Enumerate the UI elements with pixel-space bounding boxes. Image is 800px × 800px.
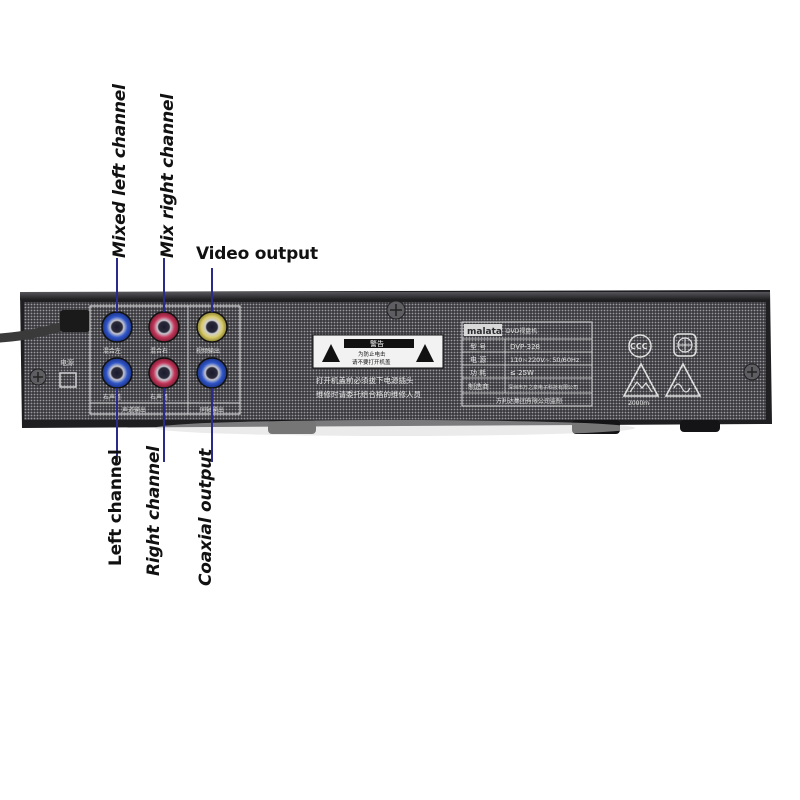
spec-footer: 万利达集团有限公司监制	[496, 397, 562, 405]
jack-mix-right	[148, 311, 180, 343]
warning-line-1: 打开机盖前必须拔下电源插头	[316, 375, 414, 385]
power-cord	[0, 310, 90, 343]
callout-left-channel: Left channel	[106, 449, 126, 566]
warning-sub-1: 为防止电击	[358, 350, 386, 358]
warning-sub-2: 请不要打开机盖	[352, 358, 391, 366]
warning-line-2: 维修时请委托给合格的维修人员	[316, 389, 421, 399]
jack-label-5: 右声道	[150, 393, 168, 401]
jack-left	[101, 357, 133, 389]
certification-marks: CCC 2000m	[622, 333, 702, 407]
jack-mixed-left	[101, 311, 133, 343]
callout-mix-right: Mix right channel	[158, 94, 178, 258]
power-label: 电源	[60, 358, 74, 367]
jack-video-out	[196, 311, 228, 343]
callout-video-output: Video output	[196, 244, 318, 264]
altitude-mark-text: 2000m	[628, 400, 649, 407]
warning-title: 警告	[370, 339, 384, 348]
ccc-mark	[628, 334, 652, 358]
ccc-mark-text: CCC	[630, 342, 648, 351]
callout-lines	[116, 258, 213, 462]
spec-row-4-value: 深圳市万之泉电子科技有限公司	[508, 384, 578, 391]
spec-label: malata DVD视盘机 型 号 DVP-328 电 源 110~220V~ …	[461, 321, 593, 407]
jack-label-4: 右声道	[103, 393, 121, 401]
globe-mark	[673, 333, 697, 357]
spec-row-2-label: 电 源	[470, 355, 486, 364]
spec-row-2-value: 110~220V~ 50/60Hz	[510, 356, 580, 364]
av-jack-panel: 混合左 混合右 视频输出 右声道 右声道 声道输出 同轴输出	[89, 305, 241, 415]
jack-right	[148, 357, 180, 389]
jack-label-3: 视频输出	[196, 347, 220, 355]
brand-logo-text: malata	[467, 327, 502, 337]
jack-coaxial	[196, 357, 228, 389]
power-switch-panel: 电源	[59, 358, 77, 388]
spec-row-1-label: 型 号	[470, 342, 486, 351]
warning-panel: 警告 为防止电击 请不要打开机盖 打开机盖前必须拔下电源插头 维修时请委托给合格…	[312, 334, 444, 399]
callout-coaxial-output: Coaxial output	[196, 448, 216, 586]
jack-label-1: 混合左	[103, 347, 121, 355]
callout-right-channel: Right channel	[144, 446, 164, 576]
callout-mixed-left: Mixed left channel	[110, 84, 130, 258]
spec-row-4-label: 制造商	[468, 382, 489, 391]
spec-row-3-label: 功 耗	[470, 368, 486, 377]
screws	[29, 300, 761, 386]
spec-row-3-value: ≤ 25W	[510, 369, 534, 377]
climate-mark	[664, 362, 702, 397]
product-type: DVD视盘机	[506, 327, 537, 335]
jack-label-2: 混合右	[150, 347, 168, 355]
spec-row-1-value: DVP-328	[510, 343, 540, 351]
altitude-mark	[622, 362, 660, 397]
group-label-audio: 声道输出	[122, 406, 146, 414]
